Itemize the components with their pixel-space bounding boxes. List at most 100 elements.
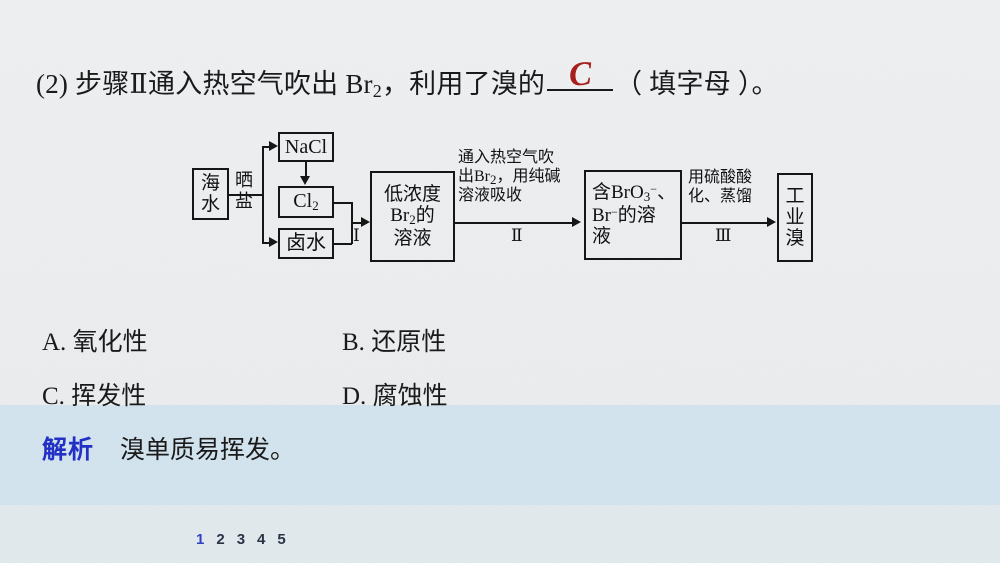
question-prefix: (2) 步骤Ⅱ通入热空气吹出 Br: [36, 69, 373, 99]
explanation-tag: 解析: [42, 436, 95, 464]
flow-box-industrial-bromine-line3: 溴: [785, 228, 805, 250]
arrow-step-3: [767, 217, 776, 227]
connector-step-2: [455, 222, 573, 224]
option-c[interactable]: C. 挥发性: [42, 376, 342, 412]
flow-box-brine: 卤水: [278, 228, 334, 259]
flow-box-dilute-br2-solution: 低浓度 Br2的 溶液: [370, 171, 455, 262]
flow-label-salt-drying-line2: 盐: [235, 191, 253, 212]
flow-box-cl2-label: Cl2: [293, 190, 318, 214]
arrow-to-brine: [269, 237, 278, 247]
flow-box-cl2-symbol: Cl: [293, 190, 313, 213]
option-d-label: 腐蚀性: [372, 383, 448, 410]
connector-to-brine: [262, 242, 271, 244]
option-a-label: 氧化性: [72, 329, 148, 356]
connector-nacl-to-cl2: [305, 162, 307, 177]
explanation-panel-background: [0, 405, 1000, 505]
option-d-key: D.: [342, 383, 367, 410]
flow-label-step-2-desc: 通入热空气吹 出Br2，用纯碱 溶液吸收: [458, 149, 561, 206]
flow-box-dilute-br2-line2: Br2的: [390, 205, 435, 228]
flow-label-step-2-br: 出Br: [458, 167, 491, 185]
connector-to-nacl: [262, 146, 271, 148]
flow-label-step-2-line3: 溶液吸收: [458, 187, 523, 205]
handwritten-answer-mark: C: [567, 55, 593, 94]
option-c-label: 挥发性: [71, 383, 147, 410]
flow-box-dilute-br2-line3: 溶液: [393, 227, 432, 249]
flow-box-dilute-br2-de: 的: [415, 205, 435, 227]
flow-box-dilute-br2-symbol: Br: [390, 205, 410, 227]
arrow-to-nacl: [269, 141, 278, 151]
flow-box-seawater-line1: 海: [200, 172, 220, 194]
flow-box-bro3-comma: 、: [657, 182, 677, 204]
page-number-5[interactable]: 5: [277, 531, 286, 548]
flow-box-br-symbol: Br: [592, 205, 611, 226]
flow-box-br-charge: −: [611, 205, 618, 219]
connector-merge-to-dilute: [351, 222, 363, 224]
flow-label-step-2-soda: ，用纯碱: [496, 167, 561, 185]
flow-box-cl2: Cl2: [278, 186, 334, 218]
footer-panel-background: [0, 505, 1000, 563]
flow-label-step-2-br-sub: 2: [490, 171, 497, 187]
flow-box-dilute-br2-subscript: 2: [409, 212, 416, 228]
option-a[interactable]: A. 氧化性: [42, 322, 342, 358]
page-number-3[interactable]: 3: [236, 531, 246, 548]
option-d[interactable]: D. 腐蚀性: [342, 376, 448, 412]
flow-box-bro3-charge: −: [650, 182, 658, 197]
flow-box-bro3-solution: 含BrO3−、 Br−的溶 液: [584, 170, 682, 260]
flow-box-bro3-line2: Br−的溶: [592, 205, 656, 226]
bromine-extraction-flowchart: 海 水 晒 盐 NaCl Cl2 卤水: [192, 132, 813, 262]
connector-seawater-out: [229, 194, 263, 196]
arrow-step-2: [572, 217, 581, 227]
flow-label-step-2-line1: 通入热空气吹: [458, 149, 555, 166]
option-row-1: A. 氧化性 B. 还原性: [42, 322, 742, 358]
arrow-nacl-to-cl2: [300, 176, 310, 185]
flow-label-salt-drying-line1: 晒: [235, 170, 253, 190]
connector-split-vertical: [262, 146, 264, 242]
flow-label-step-3-line1: 用硫酸酸: [688, 169, 753, 186]
flow-box-dilute-br2-line1: 低浓度: [383, 183, 441, 205]
question-middle: ，利用了溴的: [381, 69, 546, 99]
flow-label-step-1-text: Ⅰ: [353, 226, 360, 245]
question-formula-subscript: 2: [372, 81, 382, 101]
answer-blank[interactable]: [547, 89, 614, 91]
flow-box-bro3-de-rong: 的溶: [617, 205, 656, 226]
arrow-to-dilute-br2: [361, 217, 370, 227]
flow-box-cl2-subscript: 2: [312, 198, 319, 214]
flow-label-step-3-desc: 用硫酸酸 化、蒸馏: [688, 169, 752, 207]
flow-label-step-3: Ⅲ: [715, 226, 731, 246]
flow-box-brine-label: 卤水: [286, 232, 326, 255]
flow-label-step-1: Ⅰ: [353, 226, 360, 246]
explanation-text: 溴单质易挥发。: [120, 437, 296, 464]
option-row-2: C. 挥发性 D. 腐蚀性: [42, 376, 742, 412]
flow-label-salt-drying: 晒 盐: [235, 170, 253, 212]
flow-box-industrial-bromine-line2: 业: [785, 206, 805, 228]
flow-label-step-3-line2: 化、蒸馏: [688, 187, 753, 205]
option-b-key: B.: [342, 329, 365, 356]
flow-box-bro3-prefix: 含BrO: [592, 182, 644, 204]
flow-label-step-2-line2: 出Br2，用纯碱: [458, 167, 561, 187]
flow-box-nacl-label: NaCl: [284, 135, 328, 158]
option-b[interactable]: B. 还原性: [342, 322, 446, 358]
flow-box-industrial-bromine: 工 业 溴: [777, 173, 813, 262]
flow-label-step-3-text: Ⅲ: [715, 226, 732, 245]
page-number-4[interactable]: 4: [257, 531, 266, 548]
answer-options: A. 氧化性 B. 还原性 C. 挥发性 D. 腐蚀性: [42, 322, 742, 430]
option-a-key: A.: [42, 329, 67, 356]
connector-step-3: [682, 222, 768, 224]
page-navigation: 1 2 3 4 5: [196, 531, 286, 548]
flow-box-seawater-line2: 水: [200, 194, 220, 215]
flow-label-step-2-text: Ⅱ: [511, 226, 523, 245]
connector-cl2-out: [334, 202, 352, 204]
option-c-key: C.: [42, 383, 65, 410]
page-number-2[interactable]: 2: [216, 531, 225, 548]
flow-box-industrial-bromine-line1: 工: [785, 185, 805, 207]
flow-box-nacl: NaCl: [278, 132, 334, 162]
flow-box-seawater: 海 水: [192, 168, 229, 220]
explanation-block: 解析 溴单质易挥发。: [42, 430, 295, 466]
question-suffix: （ 填字母 ）。: [615, 69, 779, 99]
question-text: (2) 步骤Ⅱ通入热空气吹出 Br2，利用了溴的 （ 填字母 ）。: [36, 62, 779, 102]
flow-box-bro3-line3: 液: [592, 226, 612, 248]
flow-label-step-2: Ⅱ: [511, 226, 523, 246]
page-number-1[interactable]: 1: [196, 531, 205, 548]
option-b-label: 还原性: [371, 329, 447, 356]
